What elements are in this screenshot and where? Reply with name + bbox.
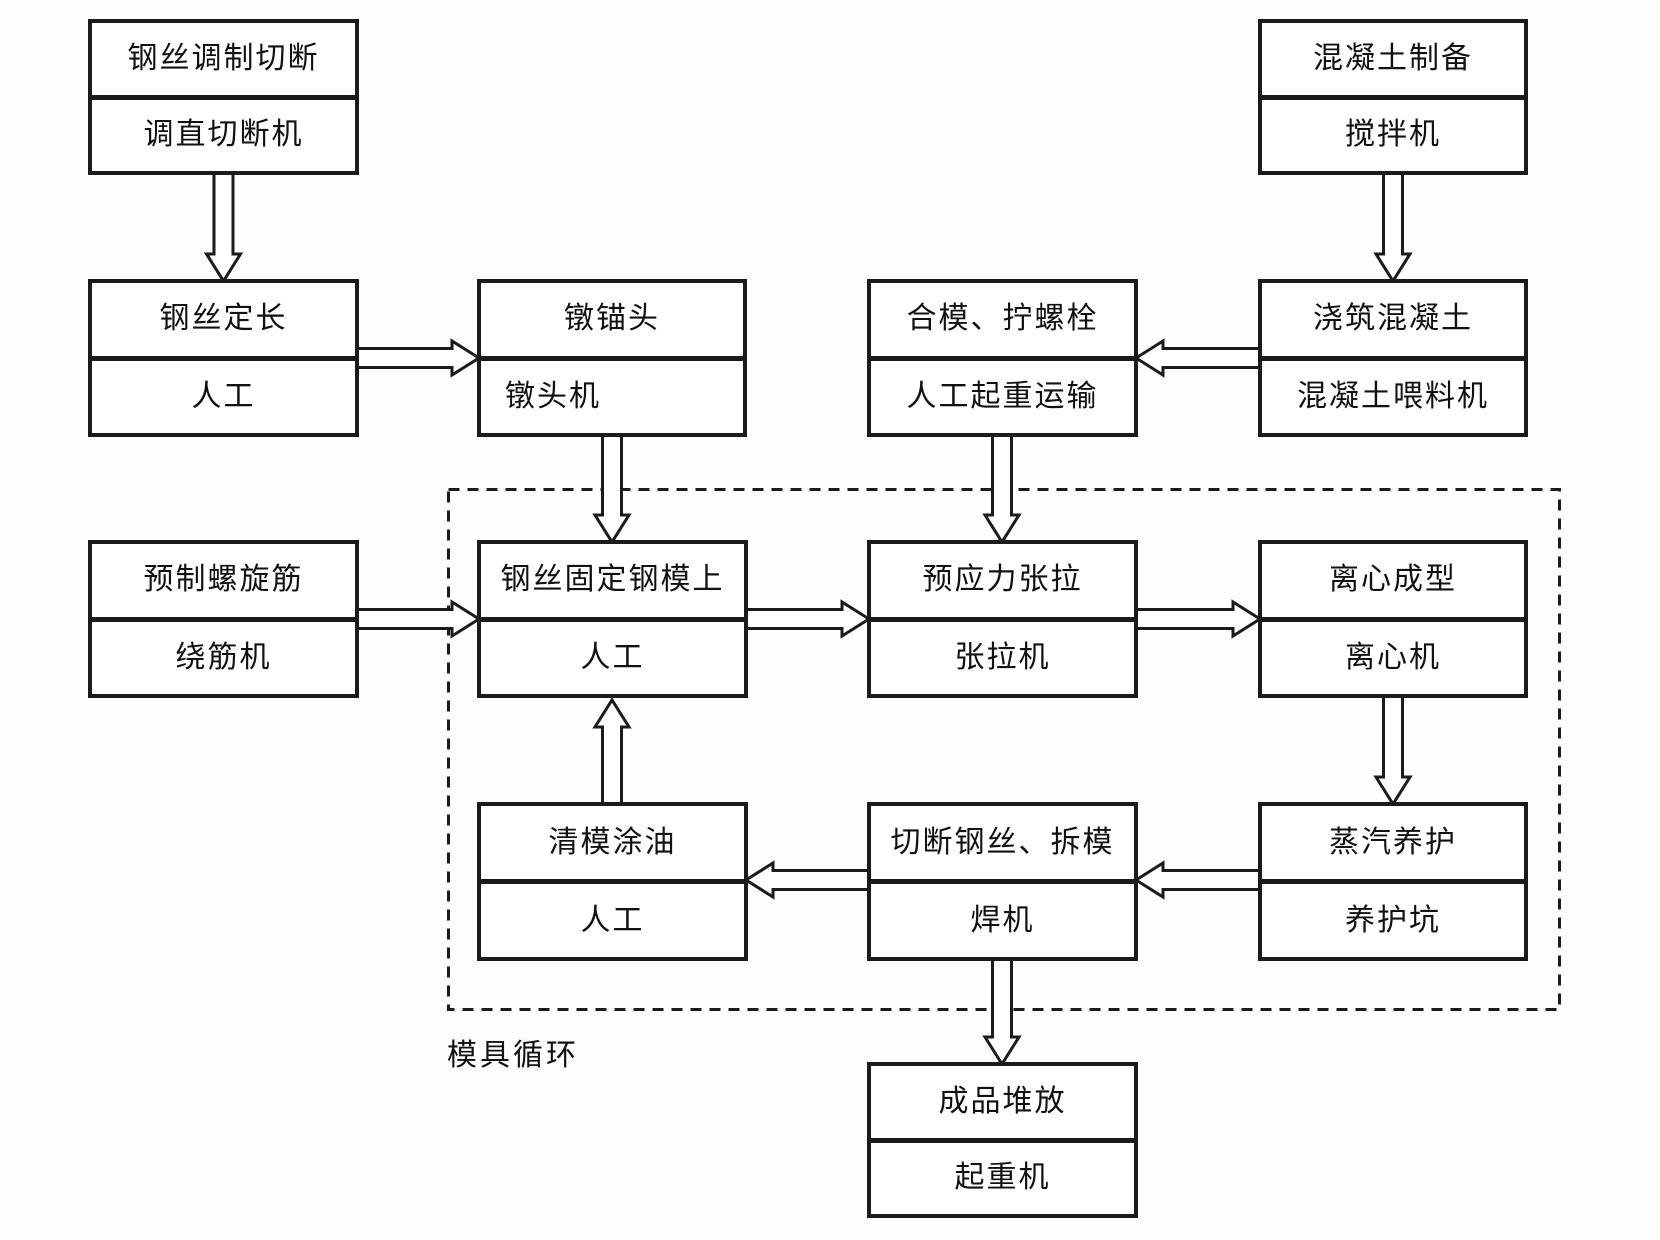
resource-label: 人工 <box>481 616 744 695</box>
process-label: 钢丝调制切断 <box>127 40 320 76</box>
arrow-spiral-rebar-to-fix-wire <box>355 599 482 639</box>
arrow-fix-wire-to-tension <box>744 599 872 639</box>
resource-label: 搅拌机 <box>1262 94 1524 172</box>
arrow-cut-wire-to-clean-mold <box>743 860 871 900</box>
arrow-wire-cut-to-fixed-length <box>203 171 244 284</box>
node-cut-wire-demold: 切断钢丝、拆模 焊机 <box>867 802 1138 961</box>
node-clean-oil-mold: 清模涂油 人工 <box>477 802 748 961</box>
node-pour-concrete: 浇筑混凝土 混凝土喂料机 <box>1258 279 1528 437</box>
resource-label: 起重机 <box>871 1137 1134 1215</box>
arrow-tension-to-centrifugal <box>1134 599 1263 639</box>
node-stack-finished-product: 成品堆放 起重机 <box>867 1062 1138 1218</box>
process-label: 合模、拧螺栓 <box>906 301 1099 337</box>
process-label: 成品堆放 <box>938 1083 1067 1119</box>
process-label: 预应力张拉 <box>922 562 1083 598</box>
arrow-centrifugal-to-steam-curing <box>1373 694 1413 807</box>
process-label: 镦锚头 <box>564 301 660 337</box>
resource-label: 养护坑 <box>1262 879 1524 957</box>
resource-label: 绕筋机 <box>92 616 355 695</box>
process-label: 离心成型 <box>1329 562 1457 598</box>
node-upset-anchor-head: 镦锚头 镦头机 <box>477 279 747 437</box>
arrow-clean-mold-to-fix-wire <box>592 697 632 806</box>
resource-label: 调直切断机 <box>92 94 355 172</box>
arrow-steam-curing-to-cut-wire <box>1133 860 1262 900</box>
resource-label: 张拉机 <box>871 616 1134 695</box>
arrow-anchor-head-to-fix-wire <box>592 433 632 545</box>
arrow-close-mold-to-tension <box>982 433 1022 545</box>
node-prefab-spiral-rebar: 预制螺旋筋 绕筋机 <box>88 540 359 698</box>
arrow-cut-wire-to-stack <box>982 957 1022 1067</box>
node-concrete-preparation: 混凝土制备 搅拌机 <box>1258 19 1528 175</box>
node-wire-straighten-cut: 钢丝调制切断 调直切断机 <box>88 19 359 175</box>
process-label: 切断钢丝、拆模 <box>890 824 1115 860</box>
process-label: 钢丝固定钢模上 <box>500 562 725 598</box>
resource-label: 混凝土喂料机 <box>1262 355 1524 434</box>
process-label: 蒸汽养护 <box>1329 824 1457 860</box>
resource-label: 镦头机 <box>481 355 743 434</box>
node-close-mold-bolt: 合模、拧螺栓 人工起重运输 <box>867 279 1138 437</box>
node-steam-curing: 蒸汽养护 养护坑 <box>1258 802 1528 961</box>
process-label: 清模涂油 <box>548 824 677 860</box>
process-label: 钢丝定长 <box>159 301 288 337</box>
mold-cycle-label: 模具循环 <box>447 1038 579 1073</box>
process-label: 浇筑混凝土 <box>1313 301 1473 337</box>
arrow-concrete-prep-to-pour <box>1373 171 1413 284</box>
arrow-fixed-length-to-anchor-head <box>355 338 482 378</box>
resource-label: 离心机 <box>1262 616 1524 695</box>
process-label: 预制螺旋筋 <box>143 562 304 598</box>
resource-label: 焊机 <box>871 879 1134 957</box>
node-wire-fixed-length: 钢丝定长 人工 <box>88 279 359 437</box>
resource-label: 人工 <box>481 879 744 957</box>
node-centrifugal-forming: 离心成型 离心机 <box>1258 540 1528 698</box>
process-label: 混凝土制备 <box>1313 40 1473 76</box>
node-fix-wire-on-mold: 钢丝固定钢模上 人工 <box>477 540 748 698</box>
node-prestress-tension: 预应力张拉 张拉机 <box>867 540 1138 698</box>
arrow-pour-to-close-mold <box>1133 338 1262 378</box>
resource-label: 人工起重运输 <box>871 355 1134 434</box>
resource-label: 人工 <box>92 355 355 434</box>
